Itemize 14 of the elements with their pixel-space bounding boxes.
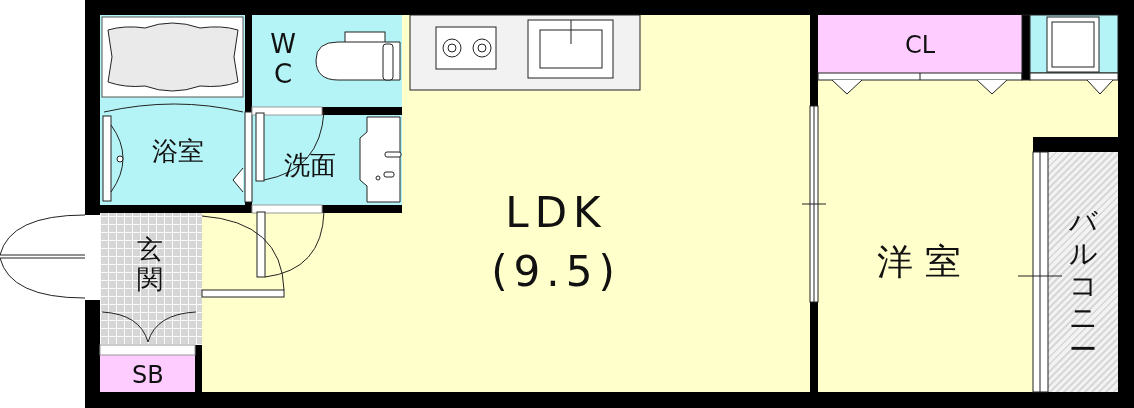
room-label: 洗面 — [284, 152, 336, 178]
room-area — [100, 213, 202, 345]
room-label: WC — [270, 30, 296, 90]
room-label: SB — [132, 363, 164, 387]
room-area — [100, 355, 195, 392]
room-area — [818, 80, 1118, 392]
room-label: バルコニー — [1069, 205, 1097, 367]
room-label: 浴室 — [152, 138, 204, 164]
room-label: 玄関 — [137, 235, 163, 295]
room-label: 洋室 — [877, 244, 973, 280]
room-area — [1048, 152, 1118, 392]
room-area — [818, 15, 1022, 73]
room-label: LDK (9.5) — [490, 187, 622, 298]
room-label: CL — [905, 33, 936, 57]
